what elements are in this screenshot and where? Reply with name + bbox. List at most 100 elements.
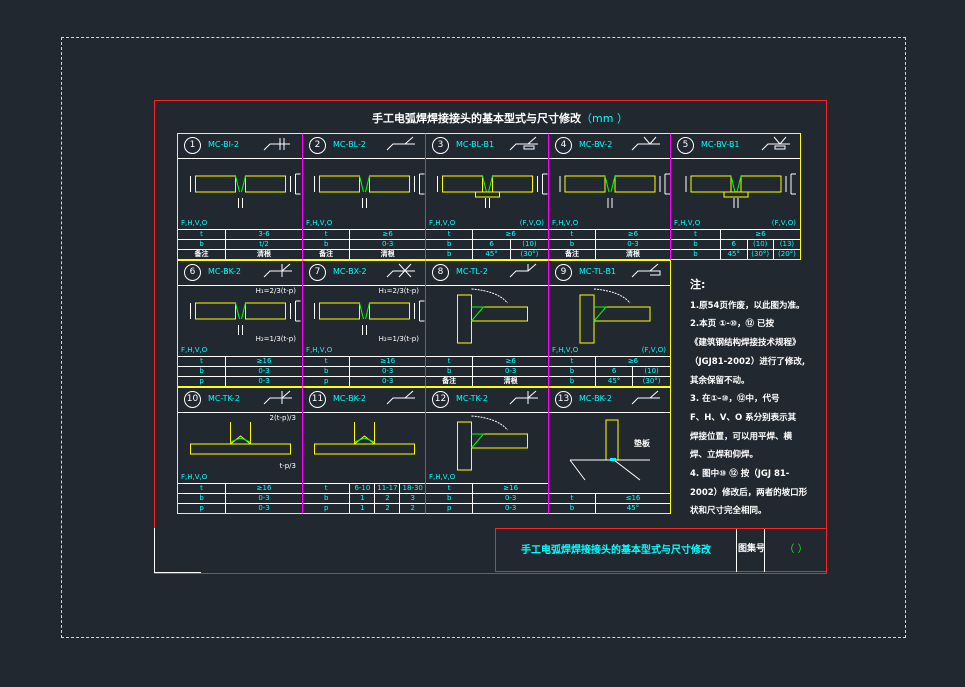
table-cell: 0-3 bbox=[225, 493, 302, 504]
weld-positions-alt: (F,V,O) bbox=[771, 219, 796, 227]
drawing-border bbox=[61, 37, 906, 638]
formula-h2: H₂=1/3(t-p) bbox=[378, 335, 419, 343]
table-cell: 清根 bbox=[472, 376, 548, 386]
weld-symbol-icon bbox=[509, 390, 538, 405]
table-cell: 18-30 bbox=[399, 483, 425, 494]
note-line: 《建筑钢结构焊接技术规程》 bbox=[690, 338, 801, 349]
table-cell: b bbox=[549, 239, 596, 250]
table-cell: 1 bbox=[349, 493, 375, 504]
table-cell: t bbox=[671, 229, 721, 240]
weld-symbol-icon bbox=[386, 136, 415, 151]
weld-positions-alt: (F,V,O) bbox=[519, 219, 544, 227]
table-cell: p bbox=[426, 503, 473, 513]
weld-positions: F,H,V,O bbox=[429, 473, 456, 481]
joint-code: MC-BI-2 bbox=[208, 140, 239, 149]
table-row: t≥6 bbox=[426, 356, 548, 367]
weld-symbol-icon bbox=[509, 136, 538, 151]
title-block-divider bbox=[764, 529, 765, 572]
table-cell: 清根 bbox=[349, 249, 425, 259]
note-line: 焊、立焊和仰焊。 bbox=[690, 450, 759, 461]
table-cell: b bbox=[178, 493, 226, 504]
weld-positions-alt: (F,V,O) bbox=[641, 346, 666, 354]
table-cell: ≥16 bbox=[349, 356, 425, 367]
table-cell: b bbox=[303, 239, 350, 250]
note-line: （JGJ81-2002）进行了修改, bbox=[690, 356, 806, 367]
joint-code: MC-BV-B1 bbox=[701, 140, 740, 149]
weld-positions: F,H,V,O bbox=[674, 219, 701, 227]
table-row: t≥16 bbox=[178, 356, 302, 367]
table-cell: ≥6 bbox=[594, 229, 670, 240]
joint-code: MC-TK-2 bbox=[208, 394, 240, 403]
table-cell: (20°) bbox=[772, 249, 800, 259]
table-row: 备注清根 bbox=[178, 249, 302, 259]
table-cell: ≥16 bbox=[472, 483, 548, 494]
table-cell: 0-3 bbox=[349, 376, 425, 386]
weld-symbol-icon bbox=[761, 136, 790, 151]
table-cell: p bbox=[178, 376, 226, 386]
table-cell: ≥16 bbox=[225, 483, 302, 494]
table-cell: t bbox=[303, 229, 350, 240]
table-cell: (10) bbox=[509, 239, 548, 250]
notes-heading: 注: bbox=[690, 278, 706, 291]
joint-code: MC-BK-2 bbox=[333, 394, 366, 403]
table-cell: 0-3 bbox=[472, 493, 548, 504]
table-cell: t bbox=[303, 356, 350, 367]
table-cell: 0-3 bbox=[594, 239, 670, 250]
table-cell: t bbox=[303, 483, 350, 494]
notes: 注: 1.原54页作废，以此图为准。2.本页 ①-⑩，⑫ 已按《建筑钢结构焊接技… bbox=[690, 276, 810, 521]
note-line: 焊接位置，可以用平焊、横 bbox=[690, 431, 793, 442]
table-cell: b bbox=[178, 366, 226, 377]
weld-symbol-icon bbox=[263, 138, 290, 151]
formula-h1: H₁=2/3(t-p) bbox=[255, 287, 296, 295]
joint-number: 7 bbox=[309, 264, 326, 281]
table-cell: 45° bbox=[594, 503, 670, 513]
table-cell: t bbox=[549, 493, 596, 504]
weld-symbol-icon bbox=[263, 263, 292, 278]
table-cell: 6 bbox=[720, 239, 747, 250]
formula-h2: t-p/3 bbox=[279, 462, 296, 470]
table-cell: p bbox=[303, 503, 350, 513]
weld-positions: F,H,V,O bbox=[181, 346, 208, 354]
table-cell: 6 bbox=[594, 366, 633, 377]
joint-drawing: F,H,V,O bbox=[426, 412, 548, 483]
table-cell: 45° bbox=[594, 376, 633, 386]
weld-positions: F,H,V,O bbox=[306, 219, 333, 227]
table-cell: 0-3 bbox=[472, 503, 548, 513]
note-line: 4. 图中⑩ ⑫ 按（JGJ 81- bbox=[690, 469, 790, 480]
table-cell: (13) bbox=[772, 239, 800, 250]
title-block-divider bbox=[736, 529, 737, 572]
joint-code: MC-BV-2 bbox=[579, 140, 613, 149]
table-cell: t bbox=[426, 483, 473, 494]
table-cell: (10) bbox=[632, 366, 670, 377]
note-line: 1.原54页作废，以此图为准。 bbox=[690, 300, 805, 311]
sheet-frame bbox=[154, 100, 827, 574]
table-cell: 11-17 bbox=[374, 483, 400, 494]
table-cell: 2 bbox=[374, 503, 400, 513]
table-cell: 0-3 bbox=[225, 376, 302, 386]
table-row: t≥16 bbox=[178, 483, 302, 494]
weld-symbol-icon bbox=[631, 136, 660, 151]
